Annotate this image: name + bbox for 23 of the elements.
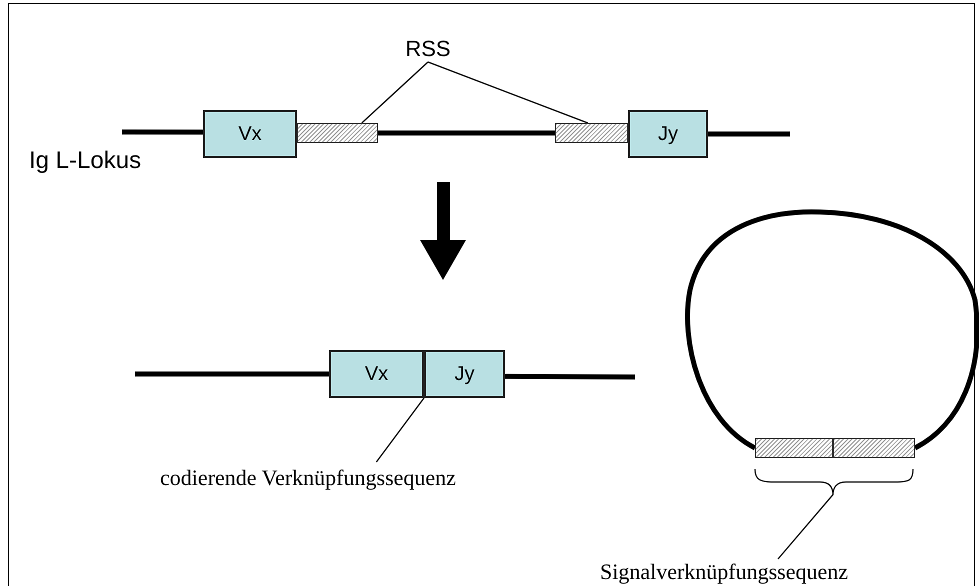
annotation-text: codierende Verknüpfungssequenz [128, 462, 488, 492]
leader-line [361, 62, 428, 124]
leader-line [376, 398, 425, 462]
hatched-segment [297, 123, 378, 143]
leader-line [778, 494, 834, 560]
gene-segment: Vx [203, 110, 297, 158]
locus-label: Ig L-Lokus [29, 146, 142, 176]
hatched-segment [755, 438, 833, 458]
hatched-segment [555, 123, 628, 143]
dna-strand [378, 130, 555, 136]
dna-strand [135, 372, 329, 376]
annotation-text: RSS [398, 34, 458, 62]
dna-strand [122, 130, 203, 135]
gene-segment: Jy [424, 350, 505, 398]
hatched-segment [833, 438, 915, 458]
gene-segment: Jy [628, 110, 708, 158]
dna-strand [505, 374, 635, 380]
dna-strand [708, 132, 790, 136]
annotation-text: Signalverknüpfungssequenz [574, 556, 874, 586]
leader-line [428, 61, 588, 124]
gene-segment: Vx [329, 350, 424, 398]
curly-brace [754, 468, 914, 496]
dna-strand [685, 209, 979, 450]
